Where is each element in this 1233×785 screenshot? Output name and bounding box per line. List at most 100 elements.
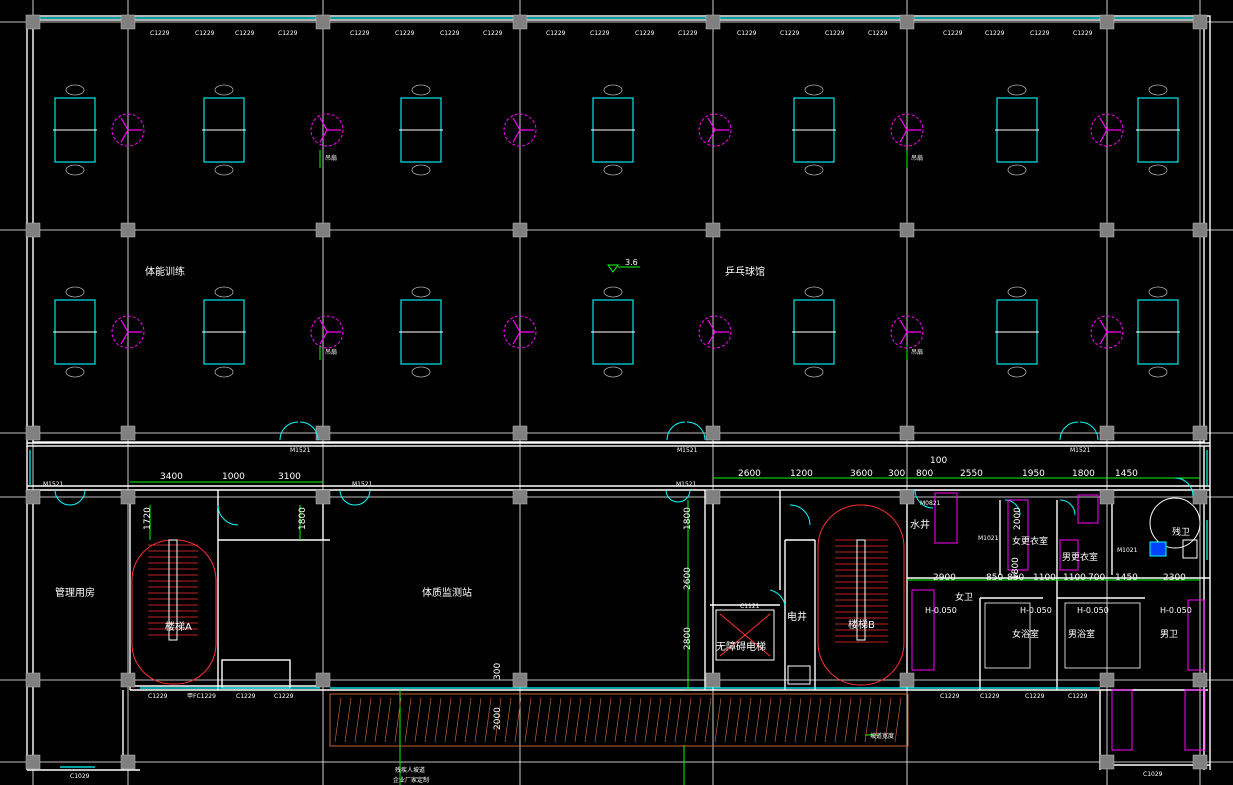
window-label: C1229	[1073, 30, 1093, 37]
window-label-c1029: C1029	[70, 773, 90, 780]
hatch-line	[624, 697, 632, 743]
hatch-line	[374, 697, 382, 743]
column	[1192, 754, 1208, 770]
ceiling-fan-icon	[503, 113, 537, 147]
column	[899, 672, 915, 688]
window-label: C1229	[678, 30, 698, 37]
hatch-line	[814, 697, 822, 743]
hatch-line	[704, 697, 712, 743]
column	[899, 222, 915, 238]
player-icon	[804, 366, 824, 378]
hatch-line	[784, 697, 792, 743]
fan-blade	[707, 117, 716, 131]
hatch-line	[764, 697, 772, 743]
column	[512, 222, 528, 238]
hatch-line	[864, 697, 872, 743]
door-swings	[54, 421, 1194, 606]
window-label: C1229	[868, 30, 888, 37]
fan-label: 吊扇	[325, 348, 337, 356]
window-label: C1229	[278, 30, 298, 37]
dimension-text: 1200	[790, 469, 813, 479]
hatch-line	[554, 697, 562, 743]
column	[25, 754, 41, 770]
hatch-line	[424, 697, 432, 743]
column	[315, 489, 331, 505]
window-label: C1229	[350, 30, 370, 37]
column	[705, 672, 721, 688]
shower-stalls	[984, 602, 1141, 669]
column	[512, 425, 528, 441]
door-label-9: M0821	[920, 500, 941, 507]
dimension-text: 700	[1088, 573, 1105, 583]
column	[899, 489, 915, 505]
ceiling-fan-icon	[111, 315, 145, 349]
hatch-line	[344, 697, 352, 743]
sanitary-fixtures	[911, 492, 1206, 751]
column	[1192, 14, 1208, 30]
dimension-text: 800	[916, 469, 933, 479]
door-label-5: M1521	[677, 447, 698, 454]
room-male-locker: 男更衣室	[1062, 551, 1098, 563]
player-icon	[411, 164, 431, 176]
column	[315, 222, 331, 238]
hatch-line	[574, 697, 582, 743]
fan-blade	[512, 319, 521, 333]
window-label-fc1229: 甲FC1229	[187, 693, 216, 700]
fan-blade	[707, 331, 716, 345]
player-icon	[1007, 84, 1027, 96]
door-label-4: M1521	[290, 447, 311, 454]
column	[315, 672, 331, 688]
player-icon	[411, 366, 431, 378]
window-label: C1229	[274, 693, 294, 700]
column	[1099, 754, 1115, 770]
player-icon	[1007, 164, 1027, 176]
column	[315, 425, 331, 441]
column	[705, 489, 721, 505]
hatch-line	[694, 697, 702, 743]
room-monitoring: 体质监测站	[422, 586, 472, 599]
dimension-text: 850	[986, 573, 1003, 583]
window-label: C1229	[943, 30, 963, 37]
ceiling-fan-icon	[310, 113, 344, 147]
structural-columns	[25, 14, 1208, 770]
player-icon	[1007, 366, 1027, 378]
column	[120, 754, 136, 770]
dimension-text: 2000	[493, 707, 503, 730]
column	[1192, 425, 1208, 441]
hatch-line	[884, 697, 892, 743]
window-label: C1229	[236, 693, 256, 700]
bottom-note: 企业厂家定制	[393, 776, 429, 784]
column	[899, 425, 915, 441]
ceiling-fan-icon	[1090, 113, 1124, 147]
hatch-line	[594, 697, 602, 743]
ceiling-fan-icon	[698, 113, 732, 147]
window-label: C1229	[483, 30, 503, 37]
hatch-line	[364, 697, 372, 743]
window-label: C1229	[235, 30, 255, 37]
player-icon	[1148, 286, 1168, 298]
hatch-line	[834, 697, 842, 743]
hatch-line	[404, 697, 412, 743]
hatch-line	[744, 697, 752, 743]
player-icon	[804, 164, 824, 176]
hatch-line	[794, 697, 802, 743]
hatch-line	[684, 697, 692, 743]
room-male-bath: 男浴室	[1068, 628, 1095, 640]
door-label-7: M1021	[978, 535, 999, 542]
hatch-line	[444, 697, 452, 743]
hatch-line	[534, 697, 542, 743]
player-icon	[1148, 164, 1168, 176]
column	[1099, 672, 1115, 688]
window-lines	[29, 17, 1208, 768]
player-icon	[1148, 366, 1168, 378]
player-icon	[804, 84, 824, 96]
elevator-shaft	[715, 609, 811, 685]
hatch-line	[824, 697, 832, 743]
ceiling-fan-icon	[1090, 315, 1124, 349]
elevation-wet-3: H-0.050	[1077, 606, 1109, 615]
player-icon	[804, 286, 824, 298]
hatch-line	[774, 697, 782, 743]
hatch-line	[874, 697, 882, 743]
window-label: C1229	[150, 30, 170, 37]
